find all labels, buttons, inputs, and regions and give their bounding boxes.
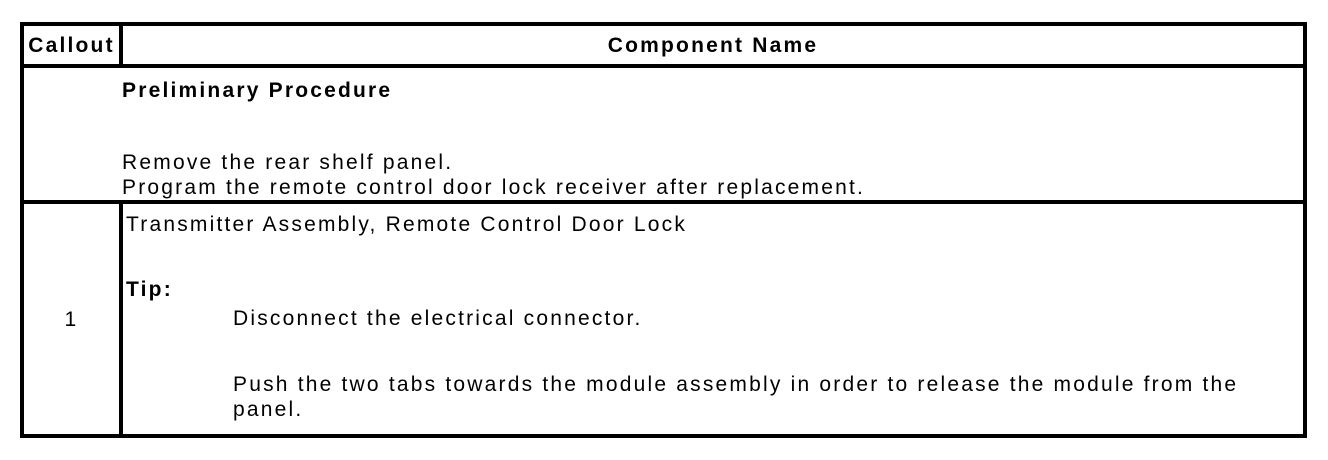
preliminary-step: Remove the rear shelf panel. bbox=[122, 151, 454, 174]
callout-component-table: Callout Component Name Preliminary Proce… bbox=[20, 22, 1307, 438]
preliminary-procedure-row: Preliminary Procedure Remove the rear sh… bbox=[20, 64, 1307, 204]
header-callout: Callout bbox=[20, 22, 123, 68]
tip-step: Disconnect the electrical connector. bbox=[233, 307, 643, 330]
component-description-cell: Transmitter Assembly, Remote Control Doo… bbox=[119, 200, 1307, 438]
header-component-name: Component Name bbox=[119, 22, 1307, 68]
preliminary-procedure-cell: Preliminary Procedure Remove the rear sh… bbox=[20, 64, 1307, 204]
component-name-text: Transmitter Assembly, Remote Control Doo… bbox=[126, 213, 688, 236]
preliminary-step: Program the remote control door lock rec… bbox=[122, 176, 866, 199]
callout-number-cell: 1 bbox=[20, 200, 123, 438]
tip-step: Push the two tabs towards the module ass… bbox=[233, 373, 1239, 421]
tip-label: Tip: bbox=[126, 278, 173, 301]
preliminary-procedure-title: Preliminary Procedure bbox=[122, 79, 393, 102]
table-header-row: Callout Component Name bbox=[20, 22, 1307, 68]
component-row: 1 Transmitter Assembly, Remote Control D… bbox=[20, 200, 1307, 438]
